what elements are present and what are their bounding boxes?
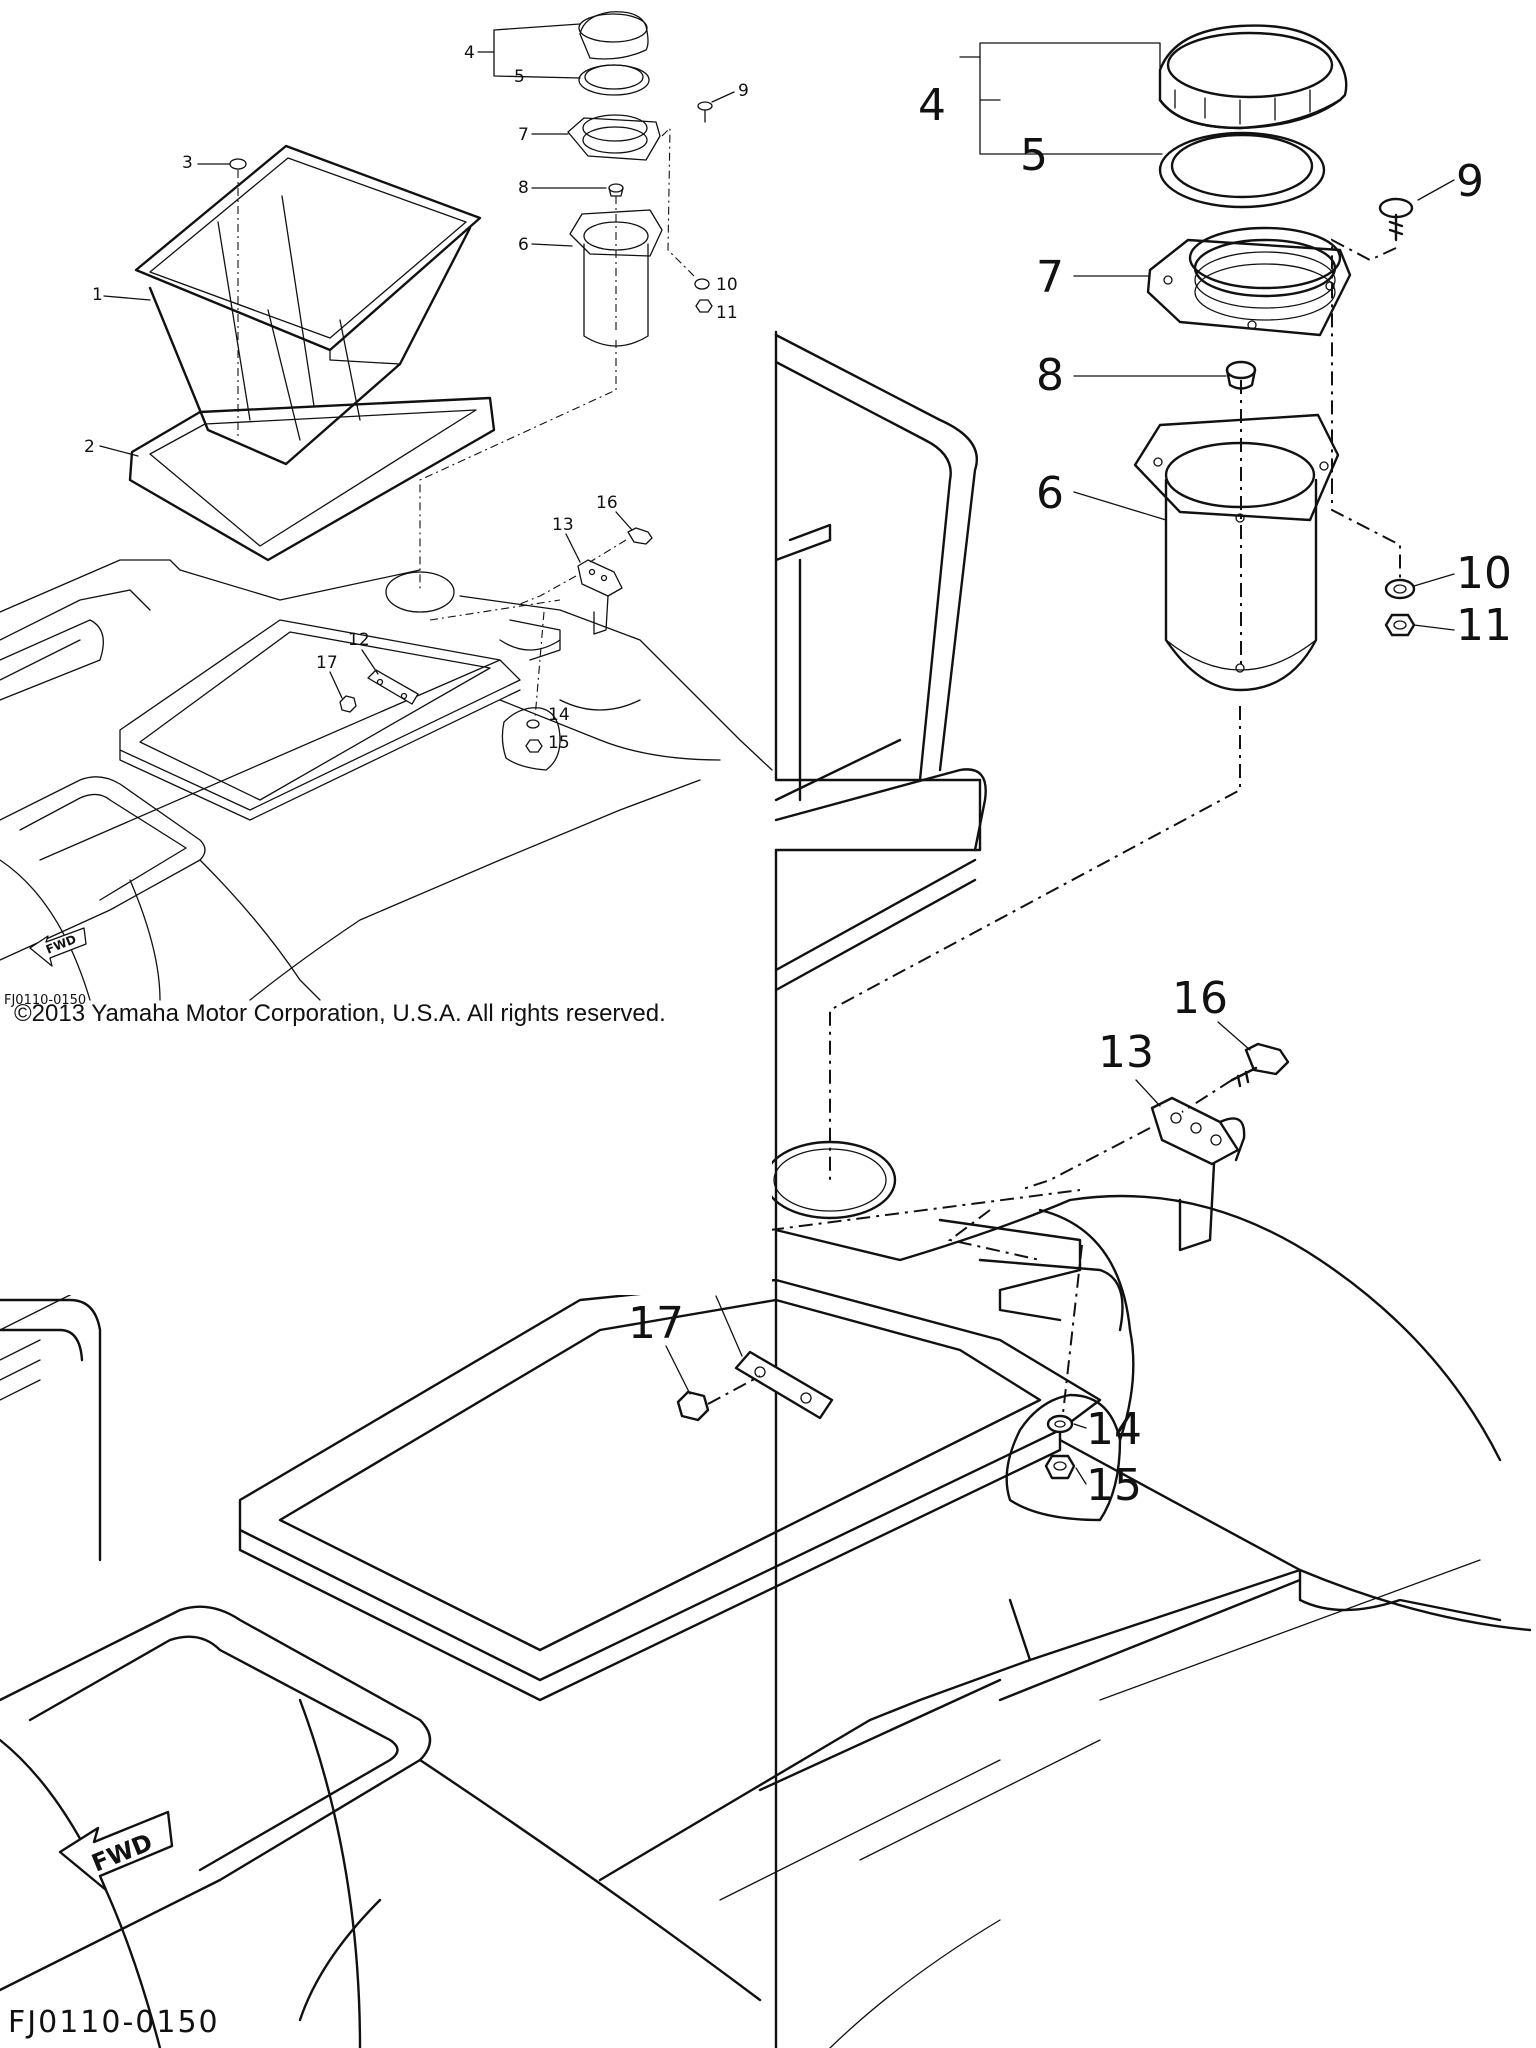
callout-15-large: 15 (1086, 1460, 1142, 1511)
part-6-filler-neck (1133, 413, 1340, 692)
callout-7-large: 7 (1036, 252, 1064, 303)
part-17-nut (676, 1375, 761, 1422)
part-8-plug (1225, 360, 1257, 390)
part-1-storage-box (134, 144, 482, 466)
part-16-bolt (1181, 1042, 1290, 1113)
overview-inset: 1 2 3 4 5 9 7 8 6 10 11 16 13 12 (0, 11, 773, 1008)
callouts-inset: 1 2 3 4 5 9 7 8 6 10 11 16 13 12 (84, 23, 749, 753)
drawing-code-large: FJ0110-0150 (8, 2005, 220, 2040)
callout-10-inset: 10 (716, 275, 738, 295)
callout-11-inset: 11 (716, 303, 738, 323)
part-11-nut (1384, 613, 1416, 637)
copyright-notice: ©2013 Yamaha Motor Corporation, U.S.A. A… (14, 1000, 666, 1027)
callout-15-inset: 15 (548, 733, 570, 753)
drawing-code-inset: FJ0110-0150 (4, 993, 86, 1008)
callouts-large: 4 5 9 7 8 6 10 11 16 13 17 14 15 (628, 42, 1512, 1511)
callout-6-large: 6 (1036, 468, 1064, 519)
part-12-plate (734, 1350, 834, 1420)
callout-6-inset: 6 (518, 235, 529, 255)
large-detail-view: 4 5 9 7 8 6 10 11 16 13 17 14 15 (0, 24, 1532, 2048)
cylinder-to-deck-leader (829, 706, 1241, 1180)
part-10-washer (1384, 578, 1416, 600)
callout-1-inset: 1 (92, 285, 103, 305)
part-13-bracket (1150, 1096, 1246, 1252)
inset-plate-nut (339, 669, 419, 713)
callout-16-large: 16 (1172, 973, 1228, 1024)
part-7-flange-ring (1146, 226, 1352, 337)
callout-5-inset: 5 (514, 67, 525, 87)
callout-9-large: 9 (1456, 156, 1484, 207)
inset-bracket-bolt (519, 527, 653, 635)
callout-4-large: 4 (918, 80, 946, 131)
callout-5-large: 5 (1020, 130, 1048, 181)
callout-16-inset: 16 (596, 493, 618, 513)
part-2-gasket-frame (128, 396, 496, 562)
callout-7-inset: 7 (518, 125, 529, 145)
callout-3-inset: 3 (182, 153, 193, 173)
callout-14-inset: 14 (548, 705, 570, 725)
callout-4-inset: 4 (464, 43, 475, 63)
fwd-arrow-large: FWD (58, 1810, 174, 1892)
part-4-filler-cap (1158, 24, 1348, 130)
callout-13-inset: 13 (552, 515, 574, 535)
callout-8-large: 8 (1036, 350, 1064, 401)
part-14-washer-large (1046, 1414, 1074, 1434)
bracket-leader (1019, 1127, 1151, 1191)
callout-14-large: 14 (1086, 1404, 1142, 1455)
part-5-gasket (1158, 131, 1326, 209)
callout-2-inset: 2 (84, 437, 95, 457)
latch-cutaway-outline (1005, 1393, 1122, 1522)
callout-9-inset: 9 (738, 81, 749, 101)
callout-17-inset: 17 (316, 653, 338, 673)
part-9-screw (1331, 197, 1414, 480)
screw-to-washer-leader (1331, 480, 1401, 578)
inset-filler-stack (419, 11, 713, 590)
callout-13-large: 13 (1098, 1027, 1154, 1078)
callout-10-large: 10 (1456, 548, 1512, 599)
part-15-nut-large (1044, 1454, 1076, 1480)
callout-8-inset: 8 (518, 178, 529, 198)
inset-washer-nut (525, 719, 543, 753)
inset-hull-deck (0, 559, 773, 1001)
callout-11-large: 11 (1456, 600, 1512, 651)
callout-12-inset: 12 (348, 630, 370, 650)
callout-17-large: 17 (628, 1298, 684, 1349)
hull-deck-large (0, 330, 1532, 2048)
